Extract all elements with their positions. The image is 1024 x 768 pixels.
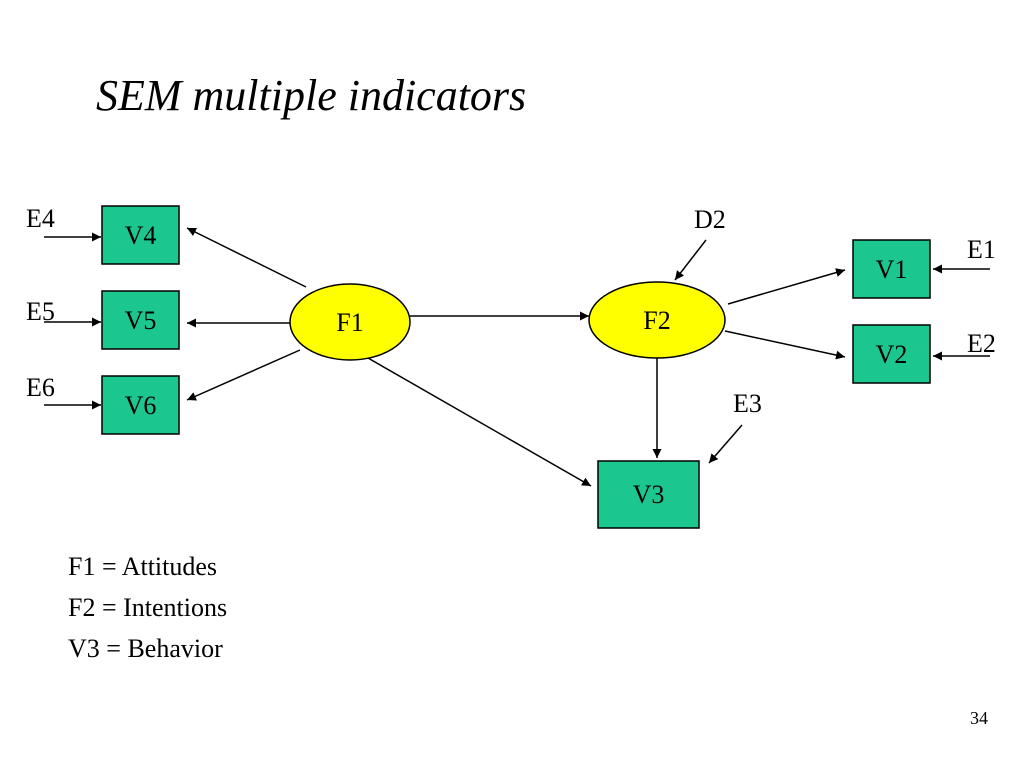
node-f2: F2 — [588, 281, 726, 359]
node-v2: V2 — [852, 324, 931, 384]
node-v5: V5 — [101, 290, 180, 350]
label-e2: E2 — [967, 329, 996, 358]
path-e3-v3 — [708, 424, 743, 464]
path-f1-v4 — [186, 227, 307, 288]
label-e5: E5 — [26, 297, 55, 326]
label-e4: E4 — [26, 204, 55, 233]
slide-title: SEM multiple indicators — [96, 71, 527, 120]
node-v6: V6 — [101, 375, 180, 435]
legend-item: F2 = Intentions — [68, 593, 228, 622]
node-v6-label: V6 — [125, 391, 157, 420]
node-v4: V4 — [101, 205, 180, 265]
label-e1: E1 — [967, 235, 996, 264]
node-v3-label: V3 — [633, 480, 665, 509]
label-e6: E6 — [26, 373, 55, 402]
node-v1-label: V1 — [876, 255, 908, 284]
node-v3: V3 — [597, 460, 700, 529]
path-f2-v2 — [724, 330, 846, 360]
node-f1-label: F1 — [336, 308, 363, 337]
node-v4-label: V4 — [125, 221, 157, 250]
node-v1: V1 — [852, 239, 931, 299]
path-f1-v6 — [186, 349, 301, 401]
label-d2: D2 — [694, 205, 726, 234]
node-f1: F1 — [289, 283, 411, 361]
path-d2-f2 — [674, 239, 707, 281]
legend-item: V3 = Behavior — [68, 634, 223, 663]
legend-item: F1 = Attitudes — [68, 552, 218, 581]
node-v5-label: V5 — [125, 306, 157, 335]
node-f2-label: F2 — [643, 306, 670, 335]
path-f1-v3 — [367, 357, 592, 487]
label-e3: E3 — [733, 389, 762, 418]
page-number: 34 — [970, 708, 988, 728]
node-v2-label: V2 — [876, 340, 908, 369]
path-f2-v1 — [727, 268, 846, 305]
legend: F1 = Attitudes F2 = Intentions V3 = Beha… — [68, 546, 227, 669]
